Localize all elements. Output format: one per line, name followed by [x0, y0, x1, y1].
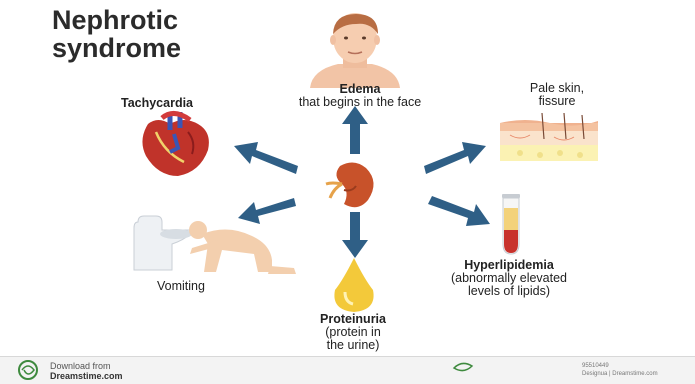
vomiting-label: Vomiting [126, 280, 236, 293]
face-illustration [300, 16, 410, 88]
vomiting-illustration [132, 214, 302, 278]
arrow-up-left [232, 138, 298, 178]
test-tube-illustration [497, 194, 525, 256]
hyperlipidemia-label-desc2: levels of lipids) [414, 285, 604, 298]
footer-credit-text: Designua | Dreamstime.com [582, 371, 658, 377]
arrow-down [340, 212, 370, 260]
title-line-2: syndrome [52, 34, 272, 62]
diagram-title: Nephrotic syndrome [52, 6, 272, 62]
arrow-down-right [428, 196, 490, 232]
hyperlipidemia-label: Hyperlipidemia (abnormally elevated leve… [414, 259, 604, 298]
dreamstime-logo-icon [16, 360, 40, 380]
skin-layers-illustration [500, 113, 600, 163]
arrow-up [340, 104, 370, 154]
pale-skin-label-line2: fissure [492, 95, 622, 108]
footer-credit: 95510449 Designua | Dreamstime.com [582, 362, 692, 378]
footer-image-id: 95510449 [582, 363, 609, 369]
pale-skin-label: Pale skin, fissure [492, 82, 622, 108]
proteinuria-label: Proteinuria (protein in the urine) [288, 313, 418, 352]
tachycardia-label-text: Tachycardia [121, 96, 193, 110]
vomiting-label-text: Vomiting [157, 279, 205, 293]
footer-download-text: Download from Dreamstime.com [50, 361, 210, 381]
footer-download-label: Download from [50, 361, 111, 371]
footer-leaf-icon [452, 360, 474, 376]
footer-site-link[interactable]: Dreamstime.com [50, 371, 123, 381]
title-line-1: Nephrotic [52, 6, 272, 34]
urine-drop-illustration [331, 258, 377, 314]
arrow-up-right [424, 138, 488, 178]
proteinuria-label-desc2: the urine) [288, 339, 418, 352]
tachycardia-label: Tachycardia [92, 97, 222, 110]
heart-illustration [134, 110, 214, 178]
kidney-illustration [322, 160, 382, 212]
